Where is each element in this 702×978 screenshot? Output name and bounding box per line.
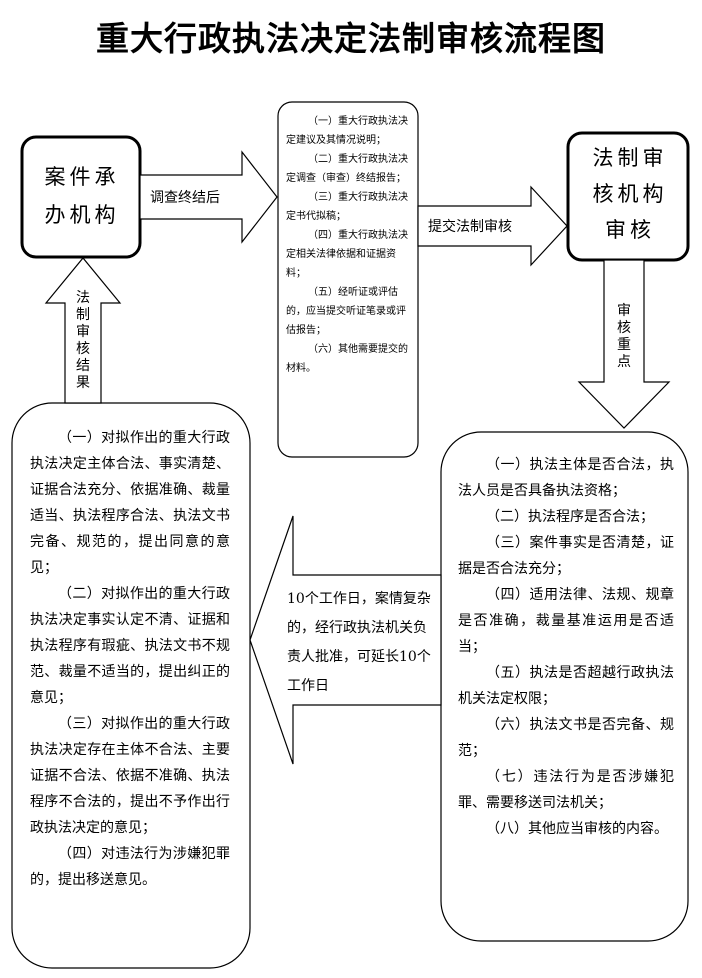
- review-point-item: （八）其他应当审核的内容。: [486, 821, 668, 837]
- undertaking-label: 案件承办机构: [44, 165, 120, 227]
- arrow-review-result: [44, 257, 122, 404]
- review-result-item: （四）对违法行为涉嫌犯罪的，提出移送意见。: [30, 846, 230, 888]
- submission-material-item: （二）重大行政执法决定调查（审查）终结报告；: [286, 154, 408, 184]
- submission-material-item: （一）重大行政执法决定建议及其情况说明；: [286, 116, 408, 146]
- review-org-label: 法制审核机构审核: [592, 146, 668, 242]
- submit-review-label: 提交法制审核: [428, 219, 512, 235]
- submission-material-item: （五）经听证或评估的，应当提交听证笔录或评估报告；: [286, 287, 406, 336]
- review-points-list: （一）执法主体是否合法，执法人员是否具备执法资格； （二）执法程序是否合法； （三）…: [458, 452, 674, 842]
- submission-materials-list: （一）重大行政执法决定建议及其情况说明； （二）重大行政执法决定调查（审查）终结报…: [286, 112, 410, 378]
- review-point-item: （七）违法行为是否涉嫌犯罪、需要移送司法机关；: [458, 769, 674, 811]
- time-limit-text: 10个工作日，案情复杂的，经行政执法机关负责人批准，可延长10个工作日: [287, 591, 431, 694]
- review-point-item: （四）适用法律、法规、规章是否准确，裁量基准运用是否适当；: [458, 587, 674, 655]
- submission-material-item: （六）其他需要提交的材料。: [286, 344, 408, 374]
- after-investigation-label: 调查终结后: [150, 190, 220, 206]
- review-result-label: 法制审核结果: [76, 290, 90, 391]
- review-point-item: （三）案件事实是否清楚，证据是否合法充分；: [458, 535, 674, 577]
- review-result-item: （三）对拟作出的重大行政执法决定存在主体不合法、主要证据不合法、依据不准确、执法…: [30, 716, 230, 836]
- review-result-item: （一）对拟作出的重大行政执法决定主体合法、事实清楚、证据合法充分、依据准确、裁量…: [30, 430, 230, 576]
- review-result-item: （二）对拟作出的重大行政执法决定事实认定不清、证据和执法程序有瑕疵、执法文书不规…: [30, 586, 230, 706]
- materials-box: [277, 101, 419, 458]
- arrow-time-limit: [249, 515, 442, 765]
- submission-material-item: （三）重大行政执法决定书代拟稿；: [286, 192, 408, 222]
- submission-material-item: （四）重大行政执法决定相关法律依据和证据资料；: [286, 230, 408, 279]
- review-results-list: （一）对拟作出的重大行政执法决定主体合法、事实清楚、证据合法充分、依据准确、裁量…: [30, 425, 230, 893]
- review-point-item: （五）执法是否超越行政执法机关法定权限；: [458, 665, 674, 707]
- review-results-box: [11, 402, 251, 969]
- review-point-item: （二）执法程序是否合法；: [486, 509, 654, 525]
- review-point-item: （一）执法主体是否合法，执法人员是否具备执法资格；: [458, 457, 674, 499]
- arrow-submit-review: [417, 185, 568, 267]
- arrow-review-focus: [577, 259, 671, 429]
- review-focus-label: 审核重点: [617, 303, 631, 370]
- arrow-after-investigation: [139, 150, 278, 244]
- review-point-item: （六）执法文书是否完备、规范；: [458, 717, 674, 759]
- page-title: 重大行政执法决定法制审核流程图: [96, 19, 606, 58]
